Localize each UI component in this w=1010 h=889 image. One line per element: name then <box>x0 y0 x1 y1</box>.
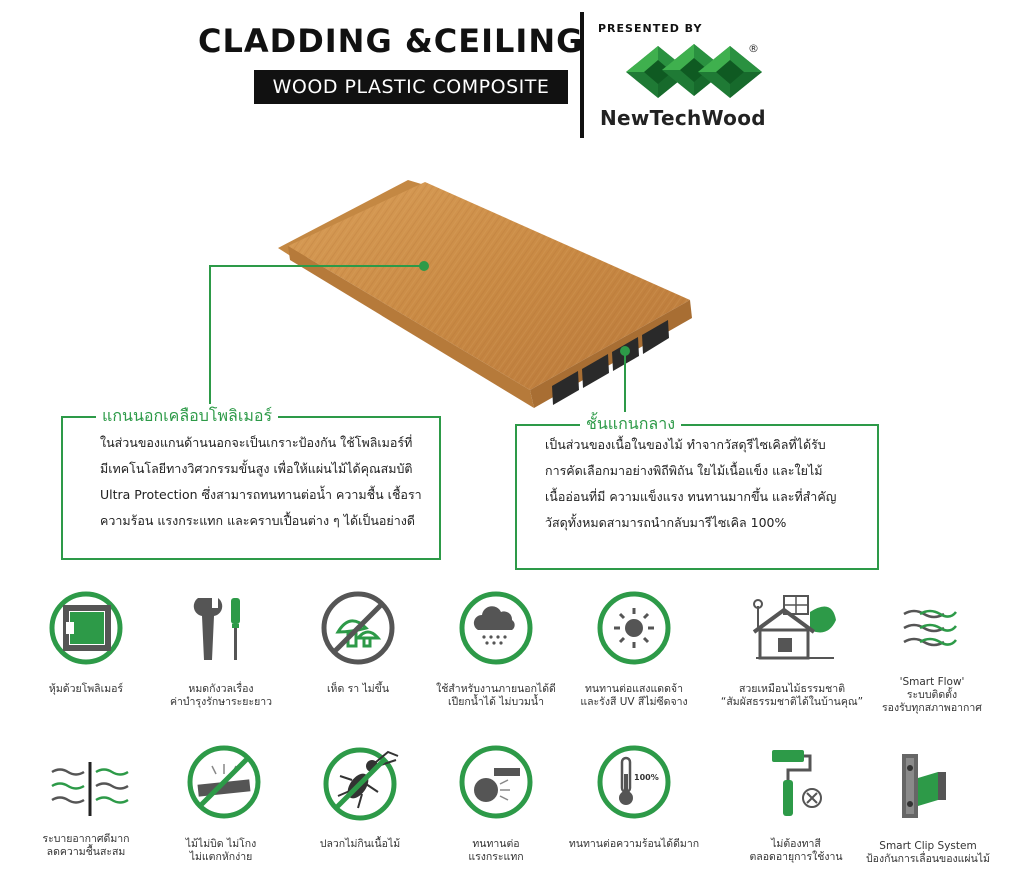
natural-house-icon <box>752 595 836 660</box>
no-termite-icon <box>323 747 399 821</box>
brand-name: NewTechWood <box>600 106 766 130</box>
feature-caption-clip-system: Smart Clip System ป้องกันการเลื่อนของแผ่… <box>866 840 990 865</box>
feature-caption-no-warp: ไม้ไม่บิด ไม่โกง ไม่แตกหักง่าย <box>185 838 257 863</box>
feature-caption-polymer: หุ้มด้วยโพลิเมอร์ <box>48 683 124 695</box>
outer-layer-callout <box>61 416 441 560</box>
airflow-icon <box>51 762 129 816</box>
wood-plank-image <box>278 180 692 408</box>
thermometer-icon: 100% <box>597 745 671 819</box>
outer-layer-title: แกนนอกเคลือบโพลิเมอร์ <box>96 404 279 429</box>
smart-flow-icon <box>903 609 957 647</box>
core-layer-callout <box>515 424 879 570</box>
header-divider <box>580 12 584 138</box>
impact-icon <box>459 745 533 819</box>
page-title: CLADDING &CEILING <box>198 22 584 60</box>
no-warp-icon <box>187 745 261 819</box>
outer-layer-text: ในส่วนของแกนด้านนอกจะเป็นเกราะป้องกัน ใช… <box>100 435 422 528</box>
feature-caption-impact: ทนทานต่อ แรงกระแทก <box>468 838 524 863</box>
core-layer-text: เป็นส่วนของเนื้อในของไม้ ทำจากวัสดุรีไซเ… <box>545 437 837 530</box>
feature-caption-natural: สวยเหมือนไม้ธรรมชาติ “สัมผัสธรรมชาติได้ใ… <box>720 683 864 708</box>
clip-system-icon <box>902 754 946 818</box>
feature-caption-no-mold: เห็ด รา ไม่ขึ้น <box>326 683 390 695</box>
feature-caption-maintenance: หมดกังวลเรื่อง ค่าบำรุงรักษาระยะยาว <box>169 683 273 708</box>
feature-caption-no-paint: ไม่ต้องทาสี ตลอดอายุการใช้งาน <box>749 838 843 863</box>
no-mold-icon <box>321 591 395 665</box>
thermometer-badge: 100% <box>634 773 659 782</box>
polymer-wrap-icon <box>49 591 123 665</box>
presented-by-label: PRESENTED BY <box>598 22 703 35</box>
rain-cloud-icon <box>459 591 533 665</box>
feature-caption-airflow: ระบายอากาศดีมาก ลดความชื้นสะสม <box>42 833 130 858</box>
feature-caption-heat: ทนทานต่อความร้อนได้ดีมาก <box>568 838 700 850</box>
tools-icon <box>193 598 240 660</box>
feature-caption-uv: ทนทานต่อแสงแดดจ้า และรังสี UV สีไม่ซีดจา… <box>580 683 688 708</box>
feature-caption-no-termite: ปลวกไม่กินเนื้อไม้ <box>319 838 401 850</box>
paint-roller-icon <box>772 750 822 816</box>
core-layer-title: ชั้นแกนกลาง <box>580 412 682 437</box>
feature-caption-waterproof: ใช้สำหรับงานภายนอกได้ดี เปียกน้ำได้ ไม่บ… <box>436 683 556 708</box>
registered-mark: ® <box>748 42 759 55</box>
brand-logo-icon <box>626 44 762 98</box>
sun-icon <box>597 591 671 665</box>
page-subtitle: WOOD PLASTIC COMPOSITE <box>254 70 568 104</box>
feature-caption-smart-flow: 'Smart Flow' ระบบติดตั้ง รองรับทุกสภาพอา… <box>882 676 982 714</box>
